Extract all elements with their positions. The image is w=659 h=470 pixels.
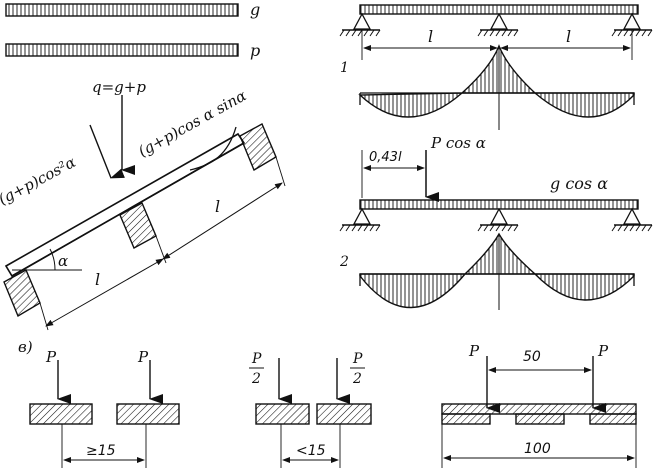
tangent-load-arrow: [189, 126, 237, 171]
case-2-close: P 2 P 2 <15: [249, 351, 372, 468]
panel-beam-case-2: 0,43l P cos α g cos α 2: [339, 134, 653, 310]
case-1-slab-left: [29, 403, 93, 425]
beam-2-moment-diagram: [359, 232, 635, 309]
support-block-right: [239, 123, 277, 172]
strip-g-label: g: [250, 0, 260, 19]
beam-2-distributed-label: g cos α: [550, 174, 608, 193]
case-3-width-label: 100: [524, 441, 551, 457]
span-dim-2: [162, 182, 283, 260]
case-1-slab-right: [116, 403, 180, 425]
normal-load-label: (g+p)cos²α: [0, 153, 79, 209]
beam-2-case-label: 2: [339, 254, 349, 270]
span-ext-mid: [155, 235, 167, 264]
beam-2-dimension-label: 0,43l: [369, 150, 402, 165]
case-2-slab-left: [255, 403, 310, 425]
load-label-q: q=g+p: [92, 78, 146, 96]
panel-beam-case-1: l l 1: [339, 4, 653, 130]
case-3-slab: [441, 403, 637, 415]
case-2-load-right-den: 2: [352, 371, 362, 387]
section-label-v: в): [18, 338, 33, 356]
case-1-load-right-label: P: [137, 348, 149, 366]
normal-load-arrow: [89, 124, 125, 179]
beam-1-span-label-2: l: [566, 27, 571, 46]
case-2-load-left-den: 2: [251, 371, 261, 387]
beam-2-supports: [339, 207, 653, 232]
beam-1-moment-diagram: [358, 44, 635, 118]
angle-label: α: [58, 252, 68, 270]
case-3-spacing-label: 50: [523, 349, 541, 365]
case-3-load-left-label: P: [468, 342, 480, 360]
case-2-gap-label: <15: [296, 443, 326, 459]
case-1-gap-label: ≥15: [86, 443, 116, 459]
span-label-2: l: [215, 197, 220, 216]
case-1-load-left-label: P: [45, 348, 57, 366]
span-ext-right: [275, 156, 286, 187]
case-3-rib-middle: [515, 413, 565, 425]
inclined-slab: [4, 132, 246, 278]
beam-2-point-load-label: P cos α: [430, 134, 486, 152]
panel-load-distribution: в) P P ≥15 P 2 P 2: [18, 338, 637, 468]
span-label-1: l: [95, 270, 100, 289]
case-3-rib-left: [441, 413, 491, 425]
support-block-left: [3, 269, 41, 318]
beam-1-supports: [339, 12, 653, 37]
strip-g: [5, 3, 239, 17]
case-3-rib-right: [589, 413, 637, 425]
case-3-load-right-label: P: [597, 342, 609, 360]
case-2-load-left-num: P: [251, 351, 262, 367]
panel-inclined-slab: g p q=g+p (g+p)cos²α (g+p)cos α sinα α l…: [0, 0, 286, 331]
case-2-slab-right: [316, 403, 372, 425]
support-block-middle: [119, 202, 157, 249]
strip-p-label: p: [250, 41, 260, 60]
strip-p: [5, 43, 239, 57]
case-2-load-right-num: P: [352, 351, 363, 367]
case-1-separate: P P ≥15: [29, 348, 180, 468]
span-dim-1: [45, 258, 164, 327]
beam-1-case-label: 1: [340, 60, 349, 76]
case-3-continuous: P P 50 100: [441, 342, 637, 468]
beam-1-span-label-1: l: [428, 27, 433, 46]
